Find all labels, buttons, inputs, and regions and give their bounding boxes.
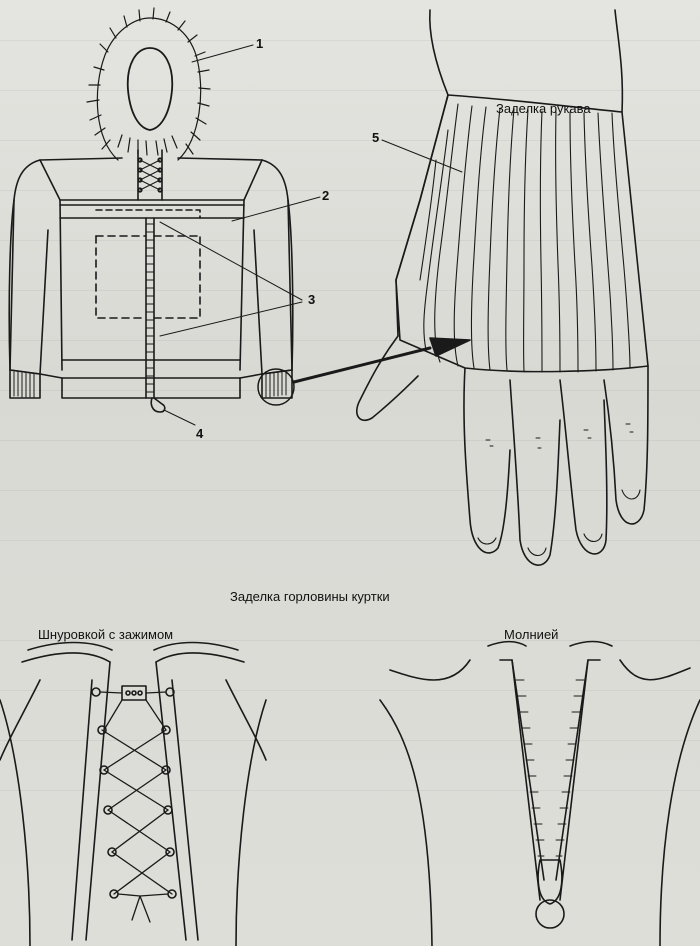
collar-zipper-illustration [379, 640, 700, 946]
fur-hood [86, 7, 211, 161]
caption-collar-finish: Заделка горловины куртки [230, 589, 390, 604]
jacket-illustration [8, 7, 471, 426]
label-4: 4 [196, 426, 204, 441]
label-1: 1 [256, 36, 264, 51]
collar-lacing-illustration [0, 641, 267, 946]
label-2: 2 [322, 188, 330, 203]
caption-sleeve-finish: Заделка рукава [496, 101, 591, 116]
caption-zipper-variant: Молнией [504, 627, 559, 642]
sleeve-finish-illustration [356, 9, 649, 566]
label-3: 3 [308, 292, 316, 307]
caption-lacing-variant: Шнуровкой с зажимом [38, 627, 174, 642]
label-5: 5 [372, 130, 380, 145]
